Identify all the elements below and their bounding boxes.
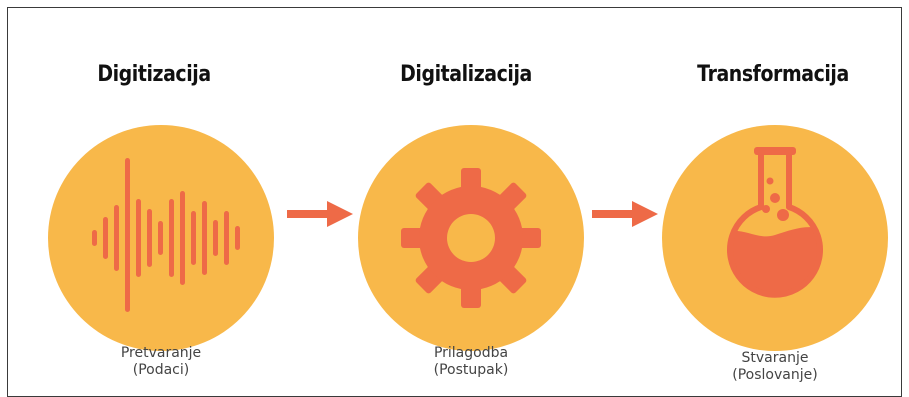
- step-1-caption: Pretvaranje (Podaci): [51, 345, 271, 379]
- step-1-caption-line2: (Podaci): [132, 362, 190, 378]
- step-2-caption-line1: Prilagodba: [433, 345, 509, 361]
- sound-wave-icon: [48, 125, 274, 351]
- step-1-caption-line1: Pretvaranje: [120, 345, 202, 361]
- step-3-circle: [662, 125, 888, 351]
- step-3-caption-line2: (Poslovanje): [732, 367, 818, 383]
- step-2-circle: [358, 125, 584, 351]
- step-2-caption: Prilagodba (Postupak): [361, 345, 581, 379]
- step-3-caption-line1: Stvaranje: [741, 350, 809, 366]
- right-arrow-icon: [287, 201, 353, 227]
- step-3-title: Transformacija: [697, 62, 849, 87]
- step-1-circle: [48, 125, 274, 351]
- step-3-caption: Stvaranje (Poslovanje): [665, 350, 885, 384]
- right-arrow-icon: [592, 201, 658, 227]
- flask-icon: [662, 125, 888, 351]
- step-1-title: Digitizacija: [97, 62, 211, 87]
- gear-icon: [358, 125, 584, 351]
- step-2-title: Digitalizacija: [400, 62, 532, 87]
- step-2-caption-line2: (Postupak): [433, 362, 509, 378]
